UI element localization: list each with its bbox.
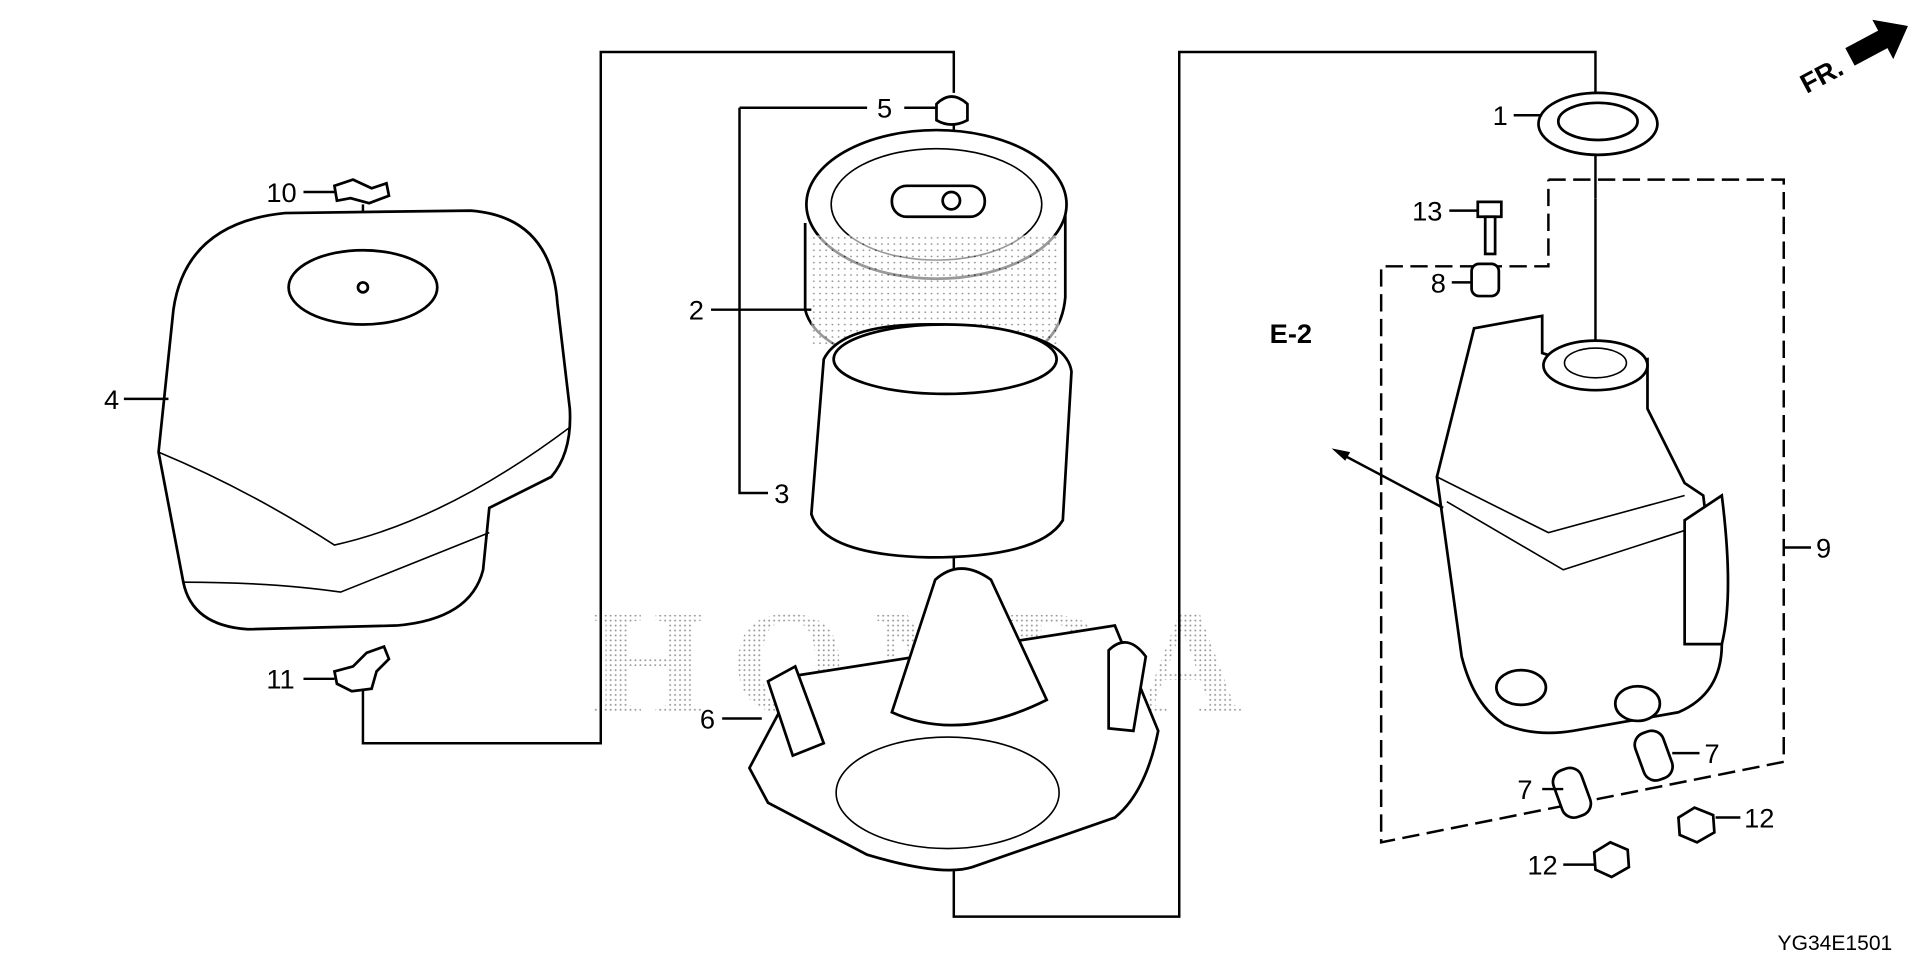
callout-11: 11 bbox=[266, 664, 294, 695]
callout-13: 13 bbox=[1412, 195, 1442, 226]
callout-8: 8 bbox=[1431, 267, 1446, 298]
callout-7: 7 bbox=[1704, 738, 1719, 769]
bolt-icon bbox=[1476, 200, 1503, 256]
arrow-right-icon bbox=[1845, 19, 1908, 66]
callout-5: 5 bbox=[877, 93, 892, 124]
callout-6: 6 bbox=[700, 703, 715, 734]
seal-ring bbox=[1537, 91, 1659, 157]
air-cleaner-base bbox=[747, 567, 1160, 872]
callout-7b: 7 bbox=[1517, 774, 1532, 805]
collar-icon bbox=[1633, 729, 1674, 782]
callout-9: 9 bbox=[1816, 532, 1831, 563]
wing-nut-icon bbox=[332, 178, 391, 205]
wing-nut-icon bbox=[332, 644, 391, 693]
callout-3: 3 bbox=[774, 478, 789, 509]
air-cleaner-cover bbox=[157, 209, 572, 631]
front-direction-marker: FR. bbox=[1795, 19, 1908, 99]
grommet-icon bbox=[935, 95, 969, 126]
svg-text:FR.: FR. bbox=[1795, 51, 1848, 99]
callout-12: 12 bbox=[1744, 802, 1774, 833]
collar-icon bbox=[1551, 766, 1593, 820]
leader-lines bbox=[123, 106, 1811, 866]
reference-e2: E-2 bbox=[1270, 318, 1312, 349]
callouts: 1 2 3 4 5 6 7 7 8 9 10 11 12 12 13 E-2 bbox=[104, 93, 1831, 881]
collar-icon bbox=[1470, 262, 1501, 298]
callout-4: 4 bbox=[104, 384, 119, 415]
nut-icon bbox=[1592, 840, 1631, 879]
foam-element bbox=[809, 323, 1073, 559]
callout-2: 2 bbox=[689, 295, 704, 326]
callout-12b: 12 bbox=[1527, 850, 1557, 881]
assembly-outline bbox=[1379, 178, 1785, 844]
callout-10: 10 bbox=[266, 177, 296, 208]
callout-1: 1 bbox=[1493, 100, 1508, 131]
nut-icon bbox=[1677, 806, 1716, 844]
diagram-code: YG34E1501 bbox=[1778, 932, 1893, 955]
air-cleaner-case bbox=[1435, 198, 1730, 735]
air-filter-element bbox=[803, 128, 1068, 373]
